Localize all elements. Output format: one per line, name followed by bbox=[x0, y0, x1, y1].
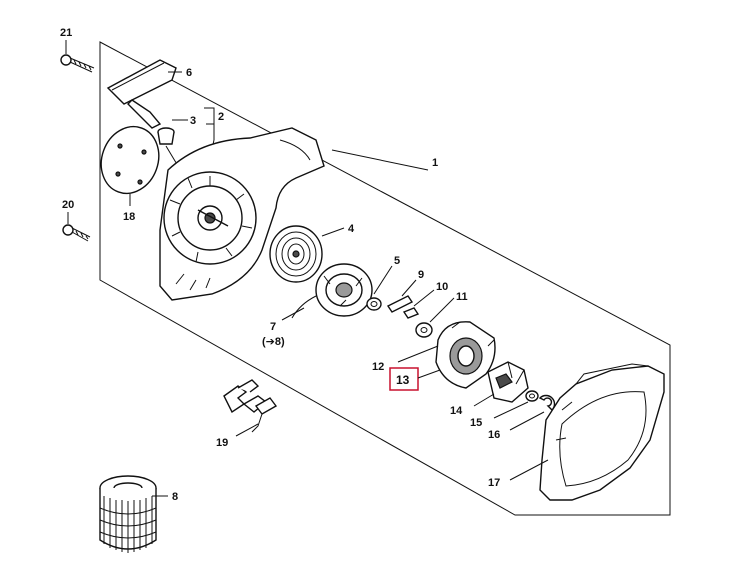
leader-14 bbox=[473, 393, 495, 407]
callout-10[interactable]: 10 bbox=[436, 281, 448, 293]
leader-19 bbox=[235, 423, 259, 437]
part-1-fan-housing[interactable] bbox=[159, 127, 325, 301]
part-8-starter-rope[interactable] bbox=[99, 475, 157, 553]
callout-21[interactable]: 21 bbox=[60, 27, 72, 39]
callout-7-ref[interactable]: (➔8) bbox=[262, 336, 285, 348]
callout-19[interactable]: 19 bbox=[216, 437, 228, 449]
leader-16 bbox=[509, 411, 545, 431]
part-19-clips[interactable] bbox=[223, 379, 278, 433]
leader-9 bbox=[401, 279, 417, 297]
part-13-carrier[interactable] bbox=[435, 321, 496, 389]
part-5-washer[interactable] bbox=[366, 297, 382, 311]
part-16-circlip[interactable] bbox=[538, 394, 556, 411]
part-10-spring-clip[interactable] bbox=[402, 307, 420, 319]
assembly-outline bbox=[99, 41, 671, 516]
part-11-washer[interactable] bbox=[415, 322, 433, 338]
callout-16[interactable]: 16 bbox=[488, 429, 500, 441]
callout-4[interactable]: 4 bbox=[348, 223, 355, 235]
part-20-screw[interactable] bbox=[62, 224, 91, 242]
leader-1 bbox=[331, 149, 429, 171]
callout-1[interactable]: 1 bbox=[432, 157, 438, 169]
callout-2[interactable]: 2 bbox=[218, 111, 224, 123]
callout-5[interactable]: 5 bbox=[394, 255, 400, 267]
leader-5 bbox=[373, 265, 393, 295]
part-17-cover[interactable] bbox=[539, 363, 665, 501]
callout-7[interactable]: 7 bbox=[270, 321, 276, 333]
leader-7 bbox=[281, 307, 305, 321]
leader-4 bbox=[321, 227, 345, 237]
leader-12 bbox=[397, 345, 439, 363]
part-9-pin[interactable] bbox=[386, 295, 414, 313]
part-21-screw[interactable] bbox=[60, 54, 95, 73]
callout-11[interactable]: 11 bbox=[456, 291, 468, 303]
leader-10 bbox=[413, 289, 435, 307]
leader-13 bbox=[417, 369, 441, 379]
callout-9[interactable]: 9 bbox=[418, 269, 424, 281]
leader-17 bbox=[509, 459, 549, 481]
callout-13-highlight bbox=[389, 367, 419, 391]
part-18-plate[interactable] bbox=[92, 118, 168, 201]
callout-14[interactable]: 14 bbox=[450, 405, 463, 417]
part-14-hub[interactable] bbox=[487, 361, 529, 403]
part-7-rope-rotor[interactable] bbox=[291, 263, 373, 319]
part-4-rewind-spring[interactable] bbox=[269, 225, 323, 283]
callout-15[interactable]: 15 bbox=[470, 417, 482, 429]
callout-20[interactable]: 20 bbox=[62, 199, 74, 211]
callout-6[interactable]: 6 bbox=[186, 67, 192, 79]
leader-11 bbox=[429, 297, 455, 323]
part-6-starter-grip[interactable] bbox=[106, 59, 177, 129]
callout-18[interactable]: 18 bbox=[123, 211, 135, 223]
callout-13[interactable]: 13 bbox=[396, 373, 410, 387]
callout-3[interactable]: 3 bbox=[190, 115, 196, 127]
callout-12[interactable]: 12 bbox=[372, 361, 384, 373]
part-15-washer[interactable] bbox=[525, 390, 539, 402]
callout-17[interactable]: 17 bbox=[488, 477, 500, 489]
leader-15 bbox=[493, 401, 529, 419]
callout-8[interactable]: 8 bbox=[172, 491, 178, 503]
